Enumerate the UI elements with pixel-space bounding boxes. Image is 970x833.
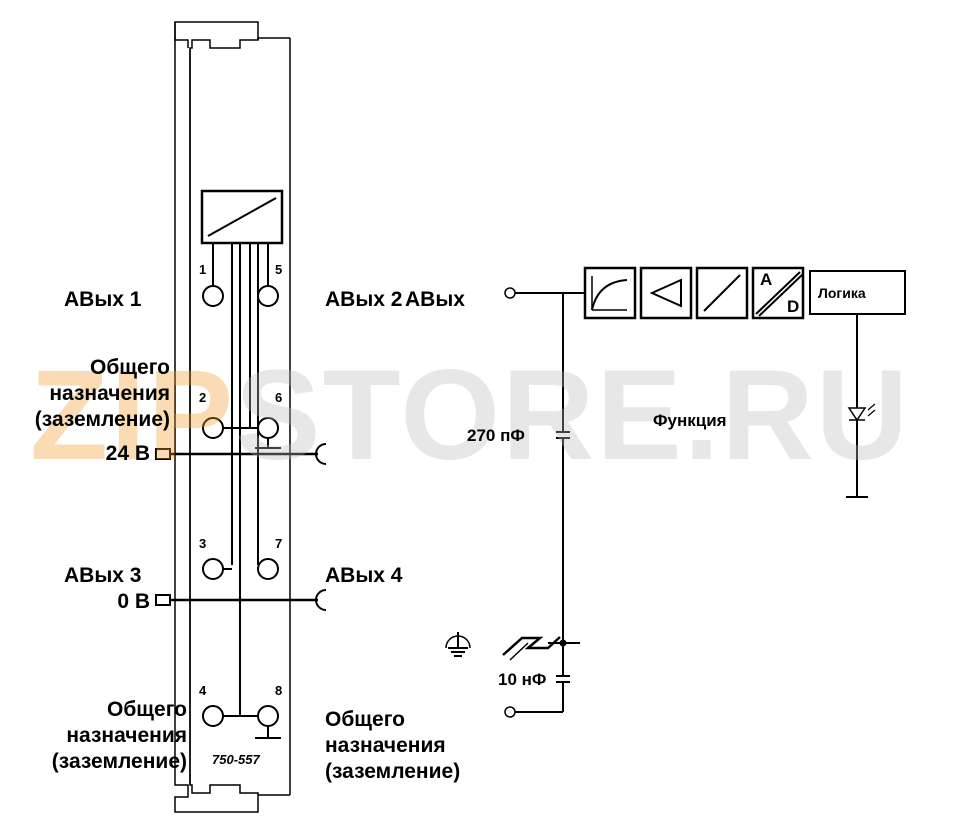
terminal-number-5: 5 — [275, 262, 283, 277]
terminal-5 — [257, 285, 279, 307]
terminal-2 — [202, 417, 224, 439]
transfer-block — [695, 266, 749, 320]
label-common-right-1: Общего — [325, 708, 406, 731]
terminal-7 — [257, 558, 279, 580]
label-common-right-2: назначения — [325, 734, 446, 757]
label-aout1: АВых 1 — [64, 288, 142, 311]
label-aout3: АВых 3 — [64, 564, 142, 587]
label-cap-270pf: 270 пФ — [467, 426, 525, 445]
label-0v: 0 В — [117, 590, 150, 613]
label-24v: 24 В — [105, 442, 150, 465]
label-common-top-3: (заземление) — [34, 408, 170, 431]
module-inner-left — [174, 22, 189, 48]
terminal-number-8: 8 — [275, 683, 283, 698]
terminal-6 — [257, 417, 279, 439]
label-common-top-1: Общего — [89, 356, 170, 379]
label-aout2: АВых 2 — [325, 288, 403, 311]
part-number: 750-557 — [212, 752, 260, 767]
label-ad-d: D — [787, 297, 800, 316]
ad-converter-block — [751, 266, 805, 320]
label-common-bottom-1: Общего — [106, 698, 187, 721]
terminal-4 — [202, 705, 224, 727]
label-aout-circuit: АВых — [405, 288, 465, 311]
terminal-number-6: 6 — [275, 390, 283, 405]
terminal-number-3: 3 — [199, 536, 207, 551]
label-logic: Логика — [818, 285, 866, 301]
converter-box — [200, 189, 284, 245]
terminal-1 — [202, 285, 224, 307]
label-common-top-2: назначения — [49, 382, 170, 405]
terminal-number-1: 1 — [199, 262, 207, 277]
label-common-right-3: (заземление) — [325, 760, 461, 783]
filter-block — [583, 266, 637, 320]
terminal-3 — [202, 558, 224, 580]
terminal-number-2: 2 — [199, 390, 207, 405]
label-common-bottom-3: (заземление) — [51, 750, 187, 773]
module-outline — [174, 21, 259, 813]
terminal-number-7: 7 — [275, 536, 283, 551]
label-common-bottom-2: назначения — [66, 724, 187, 747]
terminal-number-4: 4 — [199, 683, 207, 698]
label-function: Функция — [653, 411, 727, 430]
amplifier-block — [639, 266, 693, 320]
label-aout4: АВых 4 — [325, 564, 403, 587]
terminal-8 — [257, 705, 279, 727]
label-cap-10nf: 10 нФ — [498, 670, 547, 689]
label-ad-a: A — [760, 270, 773, 289]
